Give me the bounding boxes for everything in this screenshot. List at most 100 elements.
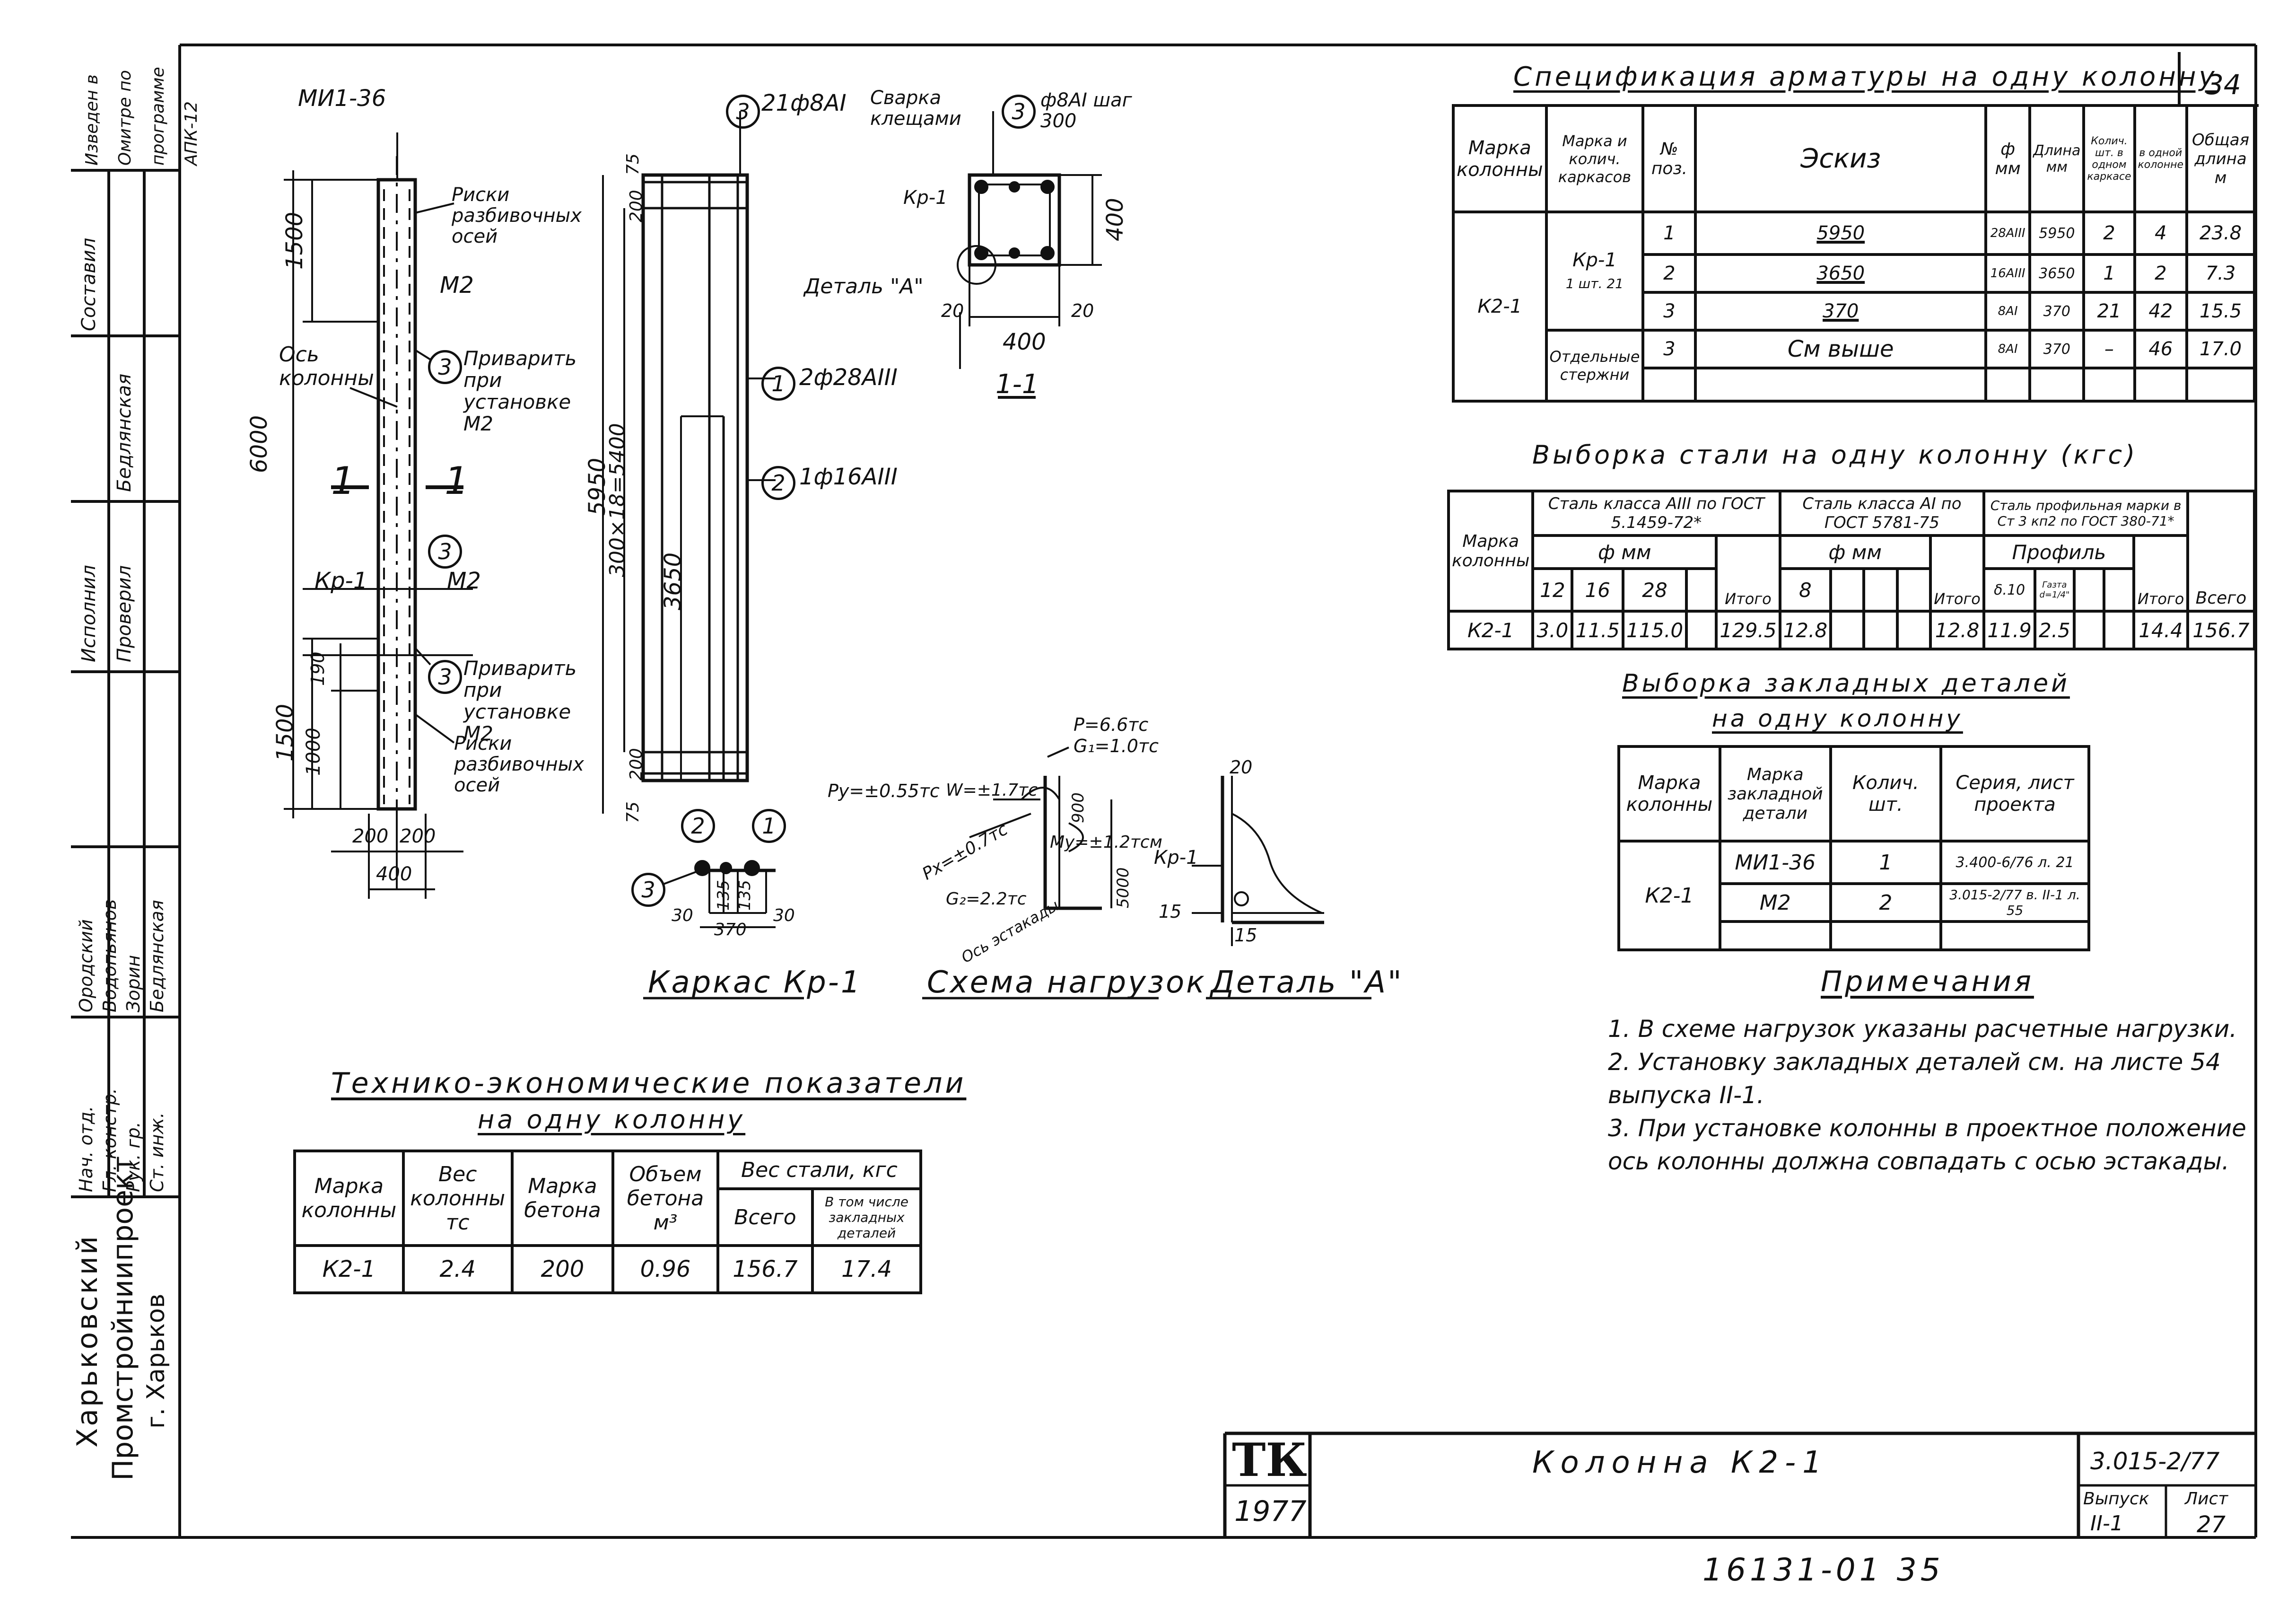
pos-marker-3: 3	[428, 350, 462, 384]
dim-135-a: 135	[714, 880, 733, 911]
empty-cell	[1685, 610, 1718, 650]
label-frame-kr1: Кр-1	[314, 568, 368, 594]
spec-r2-d: 16AIII	[1984, 253, 2032, 294]
spec-r3-incol: 42	[2133, 291, 2189, 332]
steel-h-total-a3: Итого	[1715, 534, 1781, 613]
embedded-table: Марка колонны Марка закладной детали Кол…	[1617, 745, 2090, 951]
empty-cell	[2028, 367, 2086, 403]
dim-900: 900	[1069, 792, 1088, 823]
note-2: 2. Установку закладных деталей см. на ли…	[1608, 1048, 2221, 1109]
title-detail-a: Деталь "А"	[1211, 965, 1404, 1000]
dim-15-a: 15	[1159, 901, 1182, 922]
label-marks-bottom: Риски разбивочных осей	[454, 733, 584, 796]
pos-marker-1: 1	[761, 367, 795, 401]
dim-200-frame-top: 200	[627, 190, 646, 222]
spec-r1-d: 28AIII	[1984, 211, 2032, 256]
dim-20-left: 20	[941, 300, 964, 321]
emb-r1-qty: 1	[1829, 840, 1943, 885]
spec-r2-total: 7.3	[2185, 253, 2256, 294]
empty-cell	[1829, 567, 1866, 613]
empty-cell	[1641, 367, 1697, 403]
org-line-3: г. Харьков	[142, 1293, 170, 1429]
load-g2: G₂=2.2тс	[946, 889, 1027, 909]
spec-h-sketch: Эскиз	[1694, 104, 1988, 213]
strip-person-2-name: Водопьянов	[99, 899, 120, 1012]
pos-marker-2: 2	[761, 466, 795, 500]
strip-role-3: Проверил	[113, 565, 135, 662]
spec-r4-sketch: См выше	[1694, 329, 1988, 369]
spec-h-mark: Марка колонны	[1452, 104, 1548, 213]
load-my: My=±1.2тсм	[1050, 833, 1162, 852]
steel-h-total-a1: Итого	[1929, 534, 1986, 613]
dim-200-left: 200	[352, 825, 389, 847]
empty-cell	[2103, 610, 2136, 650]
empty-cell	[1862, 567, 1899, 613]
steel-p1: δ.10	[1982, 567, 2036, 613]
dim-30-right: 30	[773, 906, 795, 925]
issue-value: II-1	[2090, 1511, 2123, 1536]
emb-r2-qty: 2	[1829, 882, 1943, 923]
steel-d8: 8	[1778, 567, 1833, 613]
emb-r1-detail: МИ1-36	[1718, 840, 1832, 885]
strip-role-2: Исполнил	[78, 565, 100, 662]
sheet-label: Лист	[2185, 1489, 2228, 1509]
title-block-series: 3.015-2/77	[2090, 1448, 2220, 1475]
steel-title: Выборка стали на одну колонну (кгс)	[1532, 440, 2138, 470]
dim-5400: 300×18=5400	[605, 423, 629, 577]
strip-role-1: Составил	[78, 237, 100, 331]
spec-r1-incol: 4	[2133, 211, 2189, 256]
title-section-1-1: 1-1	[995, 369, 1039, 400]
dim-370: 370	[714, 920, 747, 939]
spec-r3-total: 15.5	[2185, 291, 2256, 332]
strip-name-1: Бедлянская	[113, 373, 135, 492]
empty-cell	[2133, 367, 2189, 403]
emb-h-detail: Марка закладной детали	[1718, 745, 1832, 843]
emb-h-qty: Колич. шт.	[1829, 745, 1943, 843]
dim-15-b: 15	[1234, 925, 1257, 946]
steel-h-mark: Марка колонны	[1447, 490, 1535, 613]
dim-3650: 3650	[660, 552, 686, 610]
sheet-value: 27	[2197, 1511, 2226, 1538]
spec-h-pos: № поз.	[1641, 104, 1697, 213]
empty-cell	[1939, 920, 2090, 951]
empty-cell	[2072, 567, 2106, 613]
dim-1500-bottom: 1500	[272, 703, 298, 762]
title-block-name: Колонна К2-1	[1532, 1445, 1828, 1480]
label-m2-top: М2	[440, 272, 474, 298]
label-marks-top: Риски разбивочных осей	[452, 184, 582, 247]
load-g1: G₁=1.0тс	[1074, 736, 1159, 756]
spec-r2-sketch: 3650	[1694, 253, 1988, 294]
note-3: 3. При установке колонны в проектное пол…	[1608, 1115, 2246, 1175]
dim-75-bottom: 75	[623, 801, 643, 823]
spec-r4-incol: 46	[2133, 329, 2189, 369]
emb-h-series: Серия, лист проекта	[1939, 745, 2090, 843]
strip-note: Изведен в Омитре по программе АПК-12	[82, 67, 201, 166]
steel-h-all: Всего	[2186, 490, 2256, 613]
empty-cell	[2072, 610, 2106, 650]
tep-title1: Технико-экономические показатели	[331, 1067, 967, 1100]
steel-h-a1: Сталь класса AI по ГОСТ 5781-75	[1778, 490, 1986, 537]
empty-cell	[1685, 567, 1718, 613]
spec-separate-label: Отдельные стержни	[1545, 329, 1645, 403]
pos-marker-1: 1	[752, 809, 786, 843]
spec-frame-count: 1 шт. 21	[1565, 276, 1624, 291]
spec-r4-pos: 3	[1641, 329, 1697, 369]
label-mi1-36: МИ1-36	[298, 85, 386, 112]
pos-marker-2: 2	[681, 809, 715, 843]
spec-r4-len: 370	[2028, 329, 2086, 369]
emb-r2-series: 3.015-2/77 в. II-1 л. 55	[1939, 882, 2090, 923]
spec-r2-inframe: 1	[2082, 253, 2136, 294]
strip-person-1-role: Нач. отд.	[76, 1106, 96, 1192]
dim-20-right: 20	[1071, 300, 1094, 321]
steel-h-total-p: Итого	[2132, 534, 2189, 613]
steel-h-a3: Сталь класса AIII по ГОСТ 5.1459-72*	[1531, 490, 1781, 537]
load-scheme	[969, 746, 1112, 910]
strip-person-3-name: Зорин	[123, 955, 144, 1012]
label-bar-1f16: 1ф16AIII	[799, 464, 898, 490]
spec-r2-pos: 2	[1641, 253, 1697, 294]
dim-135-b: 135	[735, 880, 754, 911]
load-py: Py=±0.55тс	[828, 781, 940, 801]
tep-concrete: 200	[510, 1244, 615, 1294]
dim-5000: 5000	[1114, 867, 1133, 908]
